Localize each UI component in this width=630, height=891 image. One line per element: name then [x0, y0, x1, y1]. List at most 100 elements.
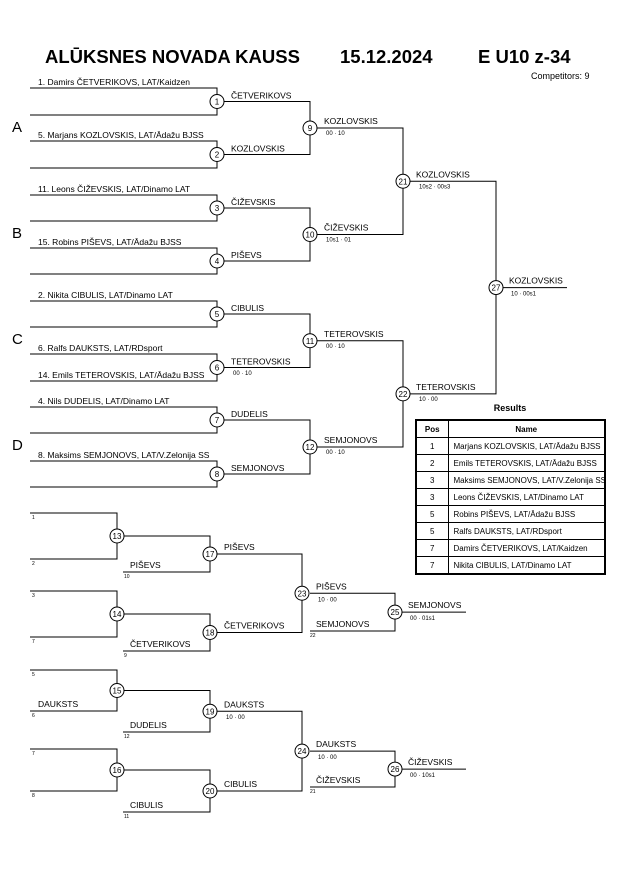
entry-label: 14. Emils TETEROVSKIS, LAT/Ādažu BJSS: [38, 370, 205, 380]
results-pos: 3: [415, 488, 449, 506]
bout-16-number: 16: [113, 766, 122, 775]
repechage-r2-winner: CIBULIS: [224, 779, 257, 789]
event-category: E U10 z-34: [478, 46, 571, 67]
bout-2-connector: [30, 140, 218, 169]
pool-label-d: D: [12, 437, 23, 454]
bout-19-number: 19: [206, 707, 215, 716]
bout-26-number: 26: [391, 765, 400, 774]
results-name: Leons ČIŽEVSKIS, LAT/Dinamo LAT: [447, 488, 606, 506]
bout-26-circle: [387, 761, 403, 777]
repechage-opponent-label: PIŠEVS: [130, 560, 161, 570]
bout-9-circle: [302, 120, 318, 136]
entry-label: 11. Leons ČIŽEVSKIS, LAT/Dinamo LAT: [38, 184, 190, 194]
bronze-score: 00 · 01s1: [410, 616, 436, 622]
results-header-row: Pos Name: [415, 419, 606, 438]
bout-4-connector: [30, 247, 218, 275]
bout-22-circle: [395, 386, 411, 402]
bout-22-connector: [317, 340, 404, 448]
results-header-pos: Pos: [415, 419, 449, 438]
round2-score: 10s1 · 01: [326, 238, 352, 244]
repechage-opponent-label: ČETVERIKOVS: [130, 639, 191, 649]
results-title: Results: [493, 403, 527, 413]
bout-8-number: 8: [215, 470, 220, 479]
bout-6-circle: [209, 360, 225, 375]
pool-label-b: B: [12, 225, 23, 242]
round1-winner-label: ČETVERIKOVS: [231, 91, 292, 101]
round1-winner-label: SEMJONOVS: [231, 463, 285, 473]
bout-18-number: 18: [206, 629, 215, 638]
final-score: 10 · 00s1: [511, 292, 537, 298]
repechage-r3-opponent: SEMJONOVS: [316, 619, 370, 629]
bout-20-circle: [202, 783, 218, 799]
semi-winner-label: TETEROVSKIS: [416, 382, 476, 392]
bout-5-connector: [30, 300, 218, 328]
event-title: ALŪKSNES NOVADA KAUSS: [45, 46, 300, 67]
round1-winner-label: PIŠEVS: [231, 250, 262, 260]
entry-label: 2. Nikita CIBULIS, LAT/Dinamo LAT: [38, 290, 173, 300]
repechage-r3-opponent-slot: 21: [310, 789, 316, 795]
bout-7-connector: [30, 406, 218, 434]
slot-name: DAUKSTS: [38, 699, 78, 709]
bout-4-circle: [209, 253, 225, 269]
bout-13-circle: [109, 528, 125, 544]
bout-13-connector: [30, 512, 118, 560]
entry-label: 8. Maksims SEMJONOVS, LAT/V.Zelonija SS: [38, 450, 210, 460]
repechage-opponent-slot: 11: [124, 814, 129, 820]
results-pos: 2: [415, 454, 449, 472]
bout-20-number: 20: [206, 787, 215, 796]
round2-score: 00 · 10: [326, 450, 345, 456]
bronze-winner-label: SEMJONOVS: [408, 600, 462, 610]
repechage-r3-opponent: ČIŽEVSKIS: [316, 775, 361, 785]
event-date: 15.12.2024: [340, 46, 433, 67]
semi-winner-label: KOZLOVSKIS: [416, 169, 470, 179]
bout-14-number: 14: [113, 610, 122, 619]
bronze-winner-label: ČIŽEVSKIS: [408, 757, 453, 767]
repechage-opponent-slot: 9: [124, 653, 127, 659]
bout-1-connector: [30, 87, 218, 116]
bout-16-connector: [30, 748, 118, 792]
results-pos: 7: [415, 556, 449, 575]
bout-12-circle: [302, 439, 318, 455]
results-header-name: Name: [447, 419, 606, 438]
round2-winner-label: SEMJONOVS: [324, 435, 378, 445]
bout-3-number: 3: [215, 204, 220, 213]
entry-label: 1. Damirs ČETVERIKOVS, LAT/Kaidzen: [38, 77, 190, 87]
bout-4-number: 4: [215, 257, 220, 266]
round1-winner-label: CIBULIS: [231, 303, 264, 313]
repechage-opponent-label: CIBULIS: [130, 800, 163, 810]
bout-2-circle: [209, 147, 225, 162]
round1-winner-label: DUDELIS: [231, 409, 268, 419]
bout-23-circle: [294, 585, 310, 601]
results-pos: 1: [415, 437, 449, 455]
repechage-r3-winner: DAUKSTS: [316, 739, 356, 749]
bout-27-connector: [410, 180, 497, 395]
repechage-r3-score: 10 · 00: [318, 755, 337, 761]
results-name: Marjans KOZLOVSKIS, LAT/Ādažu BJSS: [447, 437, 606, 455]
final-winner-label: KOZLOVSKIS: [509, 276, 563, 286]
bout-8-circle: [209, 466, 225, 482]
bout-22-number: 22: [399, 390, 408, 399]
bout-21-connector: [317, 127, 404, 235]
bout-6-number: 6: [215, 364, 220, 373]
bout-10-circle: [302, 227, 318, 242]
entry-label: 5. Marjans KOZLOVSKIS, LAT/Ādažu BJSS: [38, 130, 204, 140]
semi-score: 10s2 · 00s3: [419, 184, 451, 190]
round2-score: 00 · 10: [326, 131, 345, 137]
slot-number: 7: [32, 639, 35, 645]
pool-label-c: C: [12, 331, 23, 348]
slot-number: 8: [32, 793, 35, 799]
slot-number: 1: [32, 515, 35, 521]
results-pos: 5: [415, 522, 449, 540]
slot-number: 5: [32, 672, 35, 678]
bout-17-number: 17: [206, 550, 215, 559]
results-name: Ralfs DAUKSTS, LAT/RDsport: [447, 522, 606, 540]
